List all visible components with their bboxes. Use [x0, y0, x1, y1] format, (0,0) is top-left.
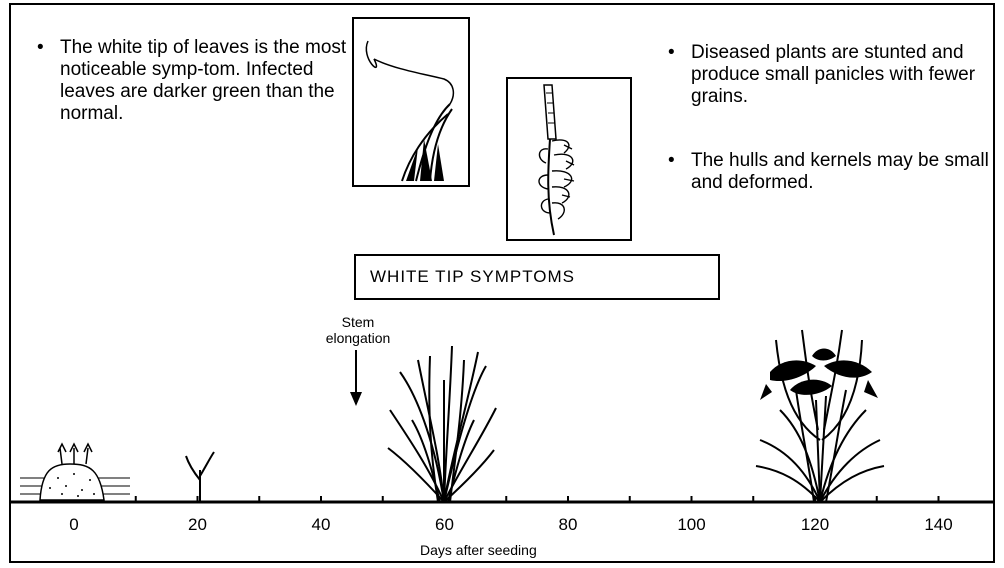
x-tick-label: 20 [178, 515, 218, 535]
seedling-icon [186, 452, 214, 502]
x-axis-label: Days after seeding [420, 542, 537, 558]
mature-plant-icon [756, 330, 884, 502]
seedbed-icon [20, 444, 130, 500]
x-tick-label: 140 [919, 515, 959, 535]
arrow-head [350, 392, 362, 406]
x-tick-label: 0 [54, 515, 94, 535]
x-tick-label: 120 [795, 515, 835, 535]
x-tick-label: 60 [425, 515, 465, 535]
x-tick-label: 100 [672, 515, 712, 535]
tillering-plant-icon [388, 346, 496, 502]
x-tick-label: 80 [548, 515, 588, 535]
x-tick-label: 40 [301, 515, 341, 535]
